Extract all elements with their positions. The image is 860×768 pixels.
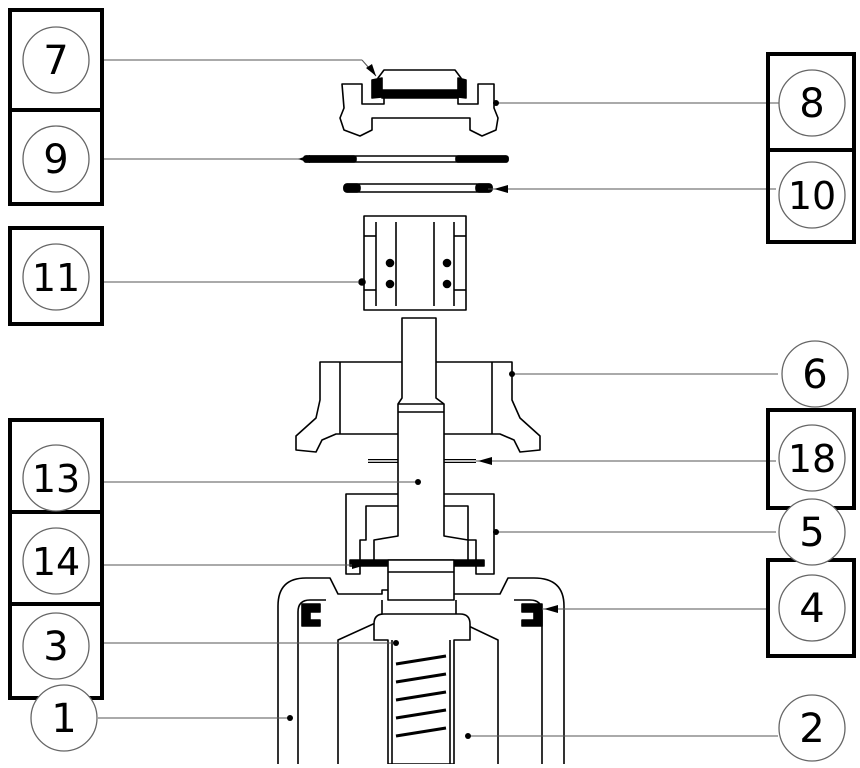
callout-18-circle [778, 424, 846, 492]
arrow-14 [352, 561, 366, 569]
callout-4: 4 [778, 574, 846, 642]
callout-10: 10 [778, 161, 846, 229]
callout-5: 5 [778, 498, 846, 566]
dot-1 [287, 715, 293, 721]
callout-7: 7 [22, 26, 90, 94]
dot-6 [509, 371, 515, 377]
callout-1-circle [30, 684, 98, 752]
arrow-4 [544, 605, 558, 613]
callout-14-circle [22, 527, 90, 595]
callout-13-label: 13 [32, 457, 80, 501]
callout-18-label: 18 [788, 437, 836, 481]
callout-9-circle [22, 125, 90, 193]
callout-7-label: 7 [43, 38, 68, 84]
callout-18: 18 [778, 424, 846, 492]
callout-13: 13 [22, 444, 90, 512]
callout-5-label: 5 [799, 510, 824, 556]
part-10-washer [343, 183, 493, 193]
callout-8: 8 [778, 69, 846, 137]
callout-3: 3 [22, 612, 90, 680]
arrow-10 [494, 185, 508, 193]
part-3-spring [395, 654, 447, 738]
part-4-seal [301, 603, 543, 627]
callout-14-label: 14 [32, 540, 80, 584]
callout-4-label: 4 [799, 586, 824, 632]
part-13-stem [373, 317, 471, 765]
part-5-guide-housing [345, 493, 495, 575]
callout-14: 14 [22, 527, 90, 595]
part-8-cap-housing [339, 83, 499, 137]
callout-box-7-9 [8, 8, 104, 206]
callout-2-label: 2 [799, 706, 824, 752]
arrow-7 [366, 64, 376, 76]
arrow-18 [478, 457, 492, 465]
callout-2-circle [778, 694, 846, 762]
callout-10-label: 10 [788, 174, 836, 218]
callout-6-circle [781, 340, 849, 408]
callout-9-label: 9 [43, 137, 68, 183]
callout-1-label: 1 [51, 696, 76, 742]
dot-3 [393, 640, 399, 646]
callout-3-circle [22, 612, 90, 680]
dot-5 [493, 529, 499, 535]
callout-4-circle [778, 574, 846, 642]
dot-8 [493, 100, 499, 106]
dot-2 [465, 733, 471, 739]
callout-13-circle [22, 444, 90, 512]
leader-markers [287, 64, 558, 739]
callout-10-circle [778, 161, 846, 229]
callout-6-label: 6 [802, 352, 827, 398]
callout-6: 6 [781, 340, 849, 408]
callout-3-label: 3 [43, 624, 68, 670]
dot-13 [415, 479, 421, 485]
part-11-cage [358, 215, 467, 311]
dot-11 [359, 279, 365, 285]
callout-box-11 [8, 226, 104, 326]
callout-7-circle [22, 26, 90, 94]
callout-2: 2 [778, 694, 846, 762]
callout-1: 1 [30, 684, 98, 752]
part-7-seal [371, 69, 467, 99]
callout-8-label: 8 [799, 81, 824, 127]
callout-5-circle [778, 498, 846, 566]
callout-11: 11 [22, 243, 90, 311]
arrow-9 [298, 155, 310, 163]
callout-8-circle [778, 69, 846, 137]
part-9-washer [303, 155, 509, 163]
callout-9: 9 [22, 125, 90, 193]
callout-11-label: 11 [32, 256, 80, 300]
leader-lines [98, 59, 780, 737]
callout-11-circle [22, 243, 90, 311]
